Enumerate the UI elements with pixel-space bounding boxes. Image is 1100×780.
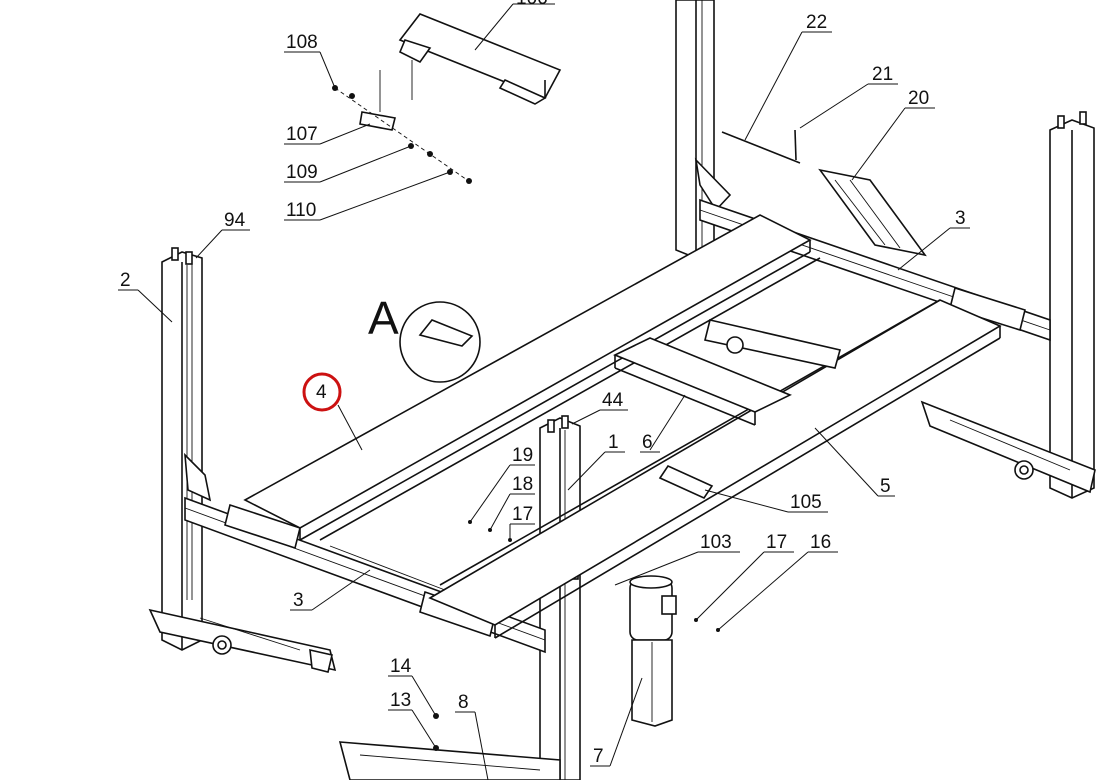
cable — [721, 131, 801, 164]
callout-22: 22 — [806, 12, 827, 33]
callout-14: 14 — [390, 656, 412, 677]
runway-left — [243, 214, 812, 541]
callout-7: 7 — [593, 746, 604, 767]
callout-3-front: 3 — [293, 590, 304, 611]
callout-44: 44 — [602, 390, 624, 411]
callout-21: 21 — [872, 64, 893, 85]
callout-107: 107 — [286, 124, 318, 145]
plate-105 — [658, 464, 714, 500]
base-foot-rear — [704, 319, 841, 369]
plate-107 — [332, 60, 472, 184]
power-unit — [629, 575, 677, 727]
callout-94: 94 — [224, 210, 246, 231]
detail-a-label: A — [368, 292, 399, 344]
runway-frame — [319, 257, 941, 591]
callout-17-a: 17 — [512, 504, 533, 525]
ramp — [818, 168, 927, 257]
callout-106: 106 — [516, 0, 548, 9]
callout-19: 19 — [512, 445, 533, 466]
callout-5: 5 — [880, 476, 891, 497]
callout-3-rear: 3 — [955, 208, 966, 229]
detail-a: A — [368, 292, 481, 383]
pin — [794, 129, 797, 161]
callout-4: 4 — [316, 382, 327, 403]
callout-13: 13 — [390, 690, 411, 711]
callout-labels: 108 106 107 109 110 94 2 4 22 21 20 3 44… — [120, 0, 966, 767]
bracket-106 — [398, 13, 562, 105]
callout-108: 108 — [286, 32, 318, 53]
callout-105: 105 — [790, 492, 822, 513]
callout-109: 109 — [286, 162, 318, 183]
callout-1: 1 — [608, 432, 619, 453]
post-rear-center — [675, 0, 732, 259]
post-right — [920, 111, 1096, 499]
callout-2: 2 — [120, 270, 131, 291]
callout-16: 16 — [810, 532, 831, 553]
crossbeam-front — [184, 452, 546, 654]
callout-103: 103 — [700, 532, 732, 553]
callout-8: 8 — [458, 692, 469, 713]
callout-18: 18 — [512, 474, 533, 495]
callout-20: 20 — [908, 88, 929, 109]
post-left — [148, 247, 337, 673]
callout-110: 110 — [286, 200, 316, 221]
callout-17-b: 17 — [766, 532, 787, 553]
highlight-ring — [302, 372, 342, 412]
leader-lines — [118, 3, 970, 780]
callout-6: 6 — [642, 432, 653, 453]
cross-tray — [613, 337, 792, 426]
